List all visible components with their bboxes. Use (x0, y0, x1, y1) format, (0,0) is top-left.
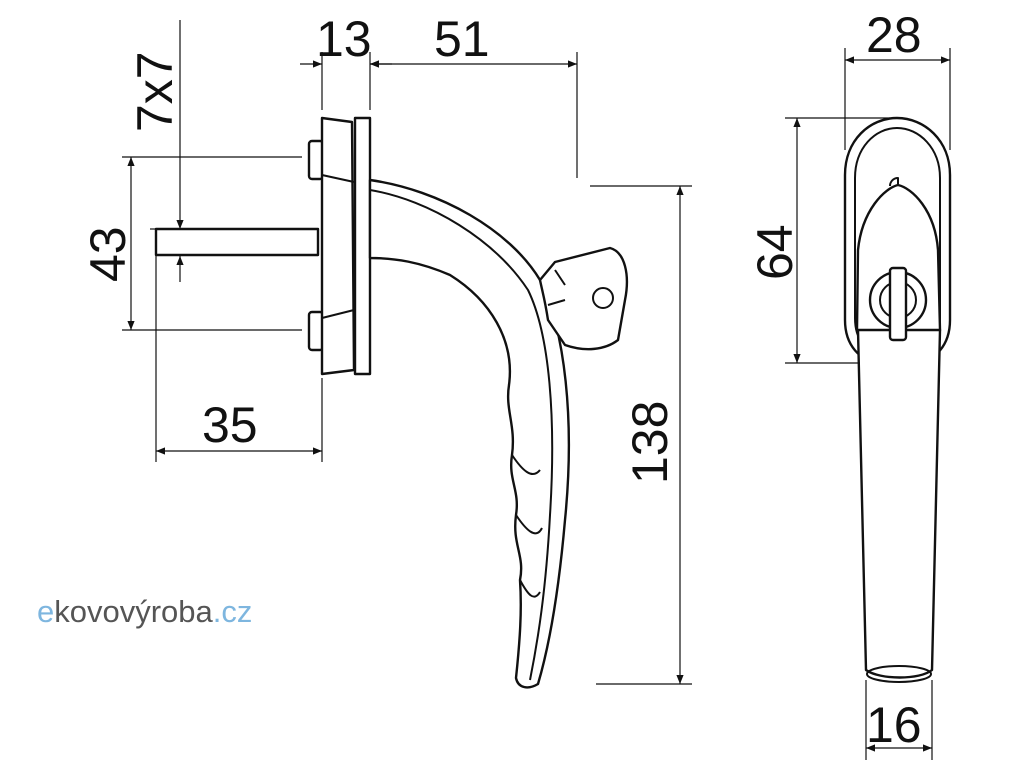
key (538, 246, 629, 351)
dim-label-35: 35 (202, 397, 258, 453)
dim-label-13: 13 (316, 11, 372, 67)
base-plate-back (320, 116, 356, 376)
logo-word: kovovýroba (54, 594, 213, 629)
dim-label-7x7: 7x7 (127, 51, 183, 132)
front-handle-grip (856, 328, 942, 679)
dim-label-16: 16 (866, 697, 922, 753)
dim-label-28: 28 (866, 7, 922, 63)
front-view (843, 116, 952, 683)
logo-letter-e: e (37, 594, 54, 629)
dim-label-64: 64 (747, 224, 803, 280)
dimension-lines (122, 20, 951, 760)
dim-label-138: 138 (622, 401, 678, 484)
brand-logo: ekovovýroba.cz (37, 594, 252, 629)
side-view (154, 116, 629, 689)
dimension-labels: 7x7 13 51 28 43 138 64 35 16 (80, 7, 922, 753)
key-hole-icon (592, 287, 614, 309)
front-key (888, 266, 908, 342)
square-spindle (154, 227, 320, 257)
logo-domain: .cz (213, 594, 253, 629)
dim-label-51: 51 (434, 11, 490, 67)
base-plate-front (353, 116, 372, 376)
dim-label-43: 43 (80, 226, 136, 282)
handle-lever (368, 178, 571, 689)
